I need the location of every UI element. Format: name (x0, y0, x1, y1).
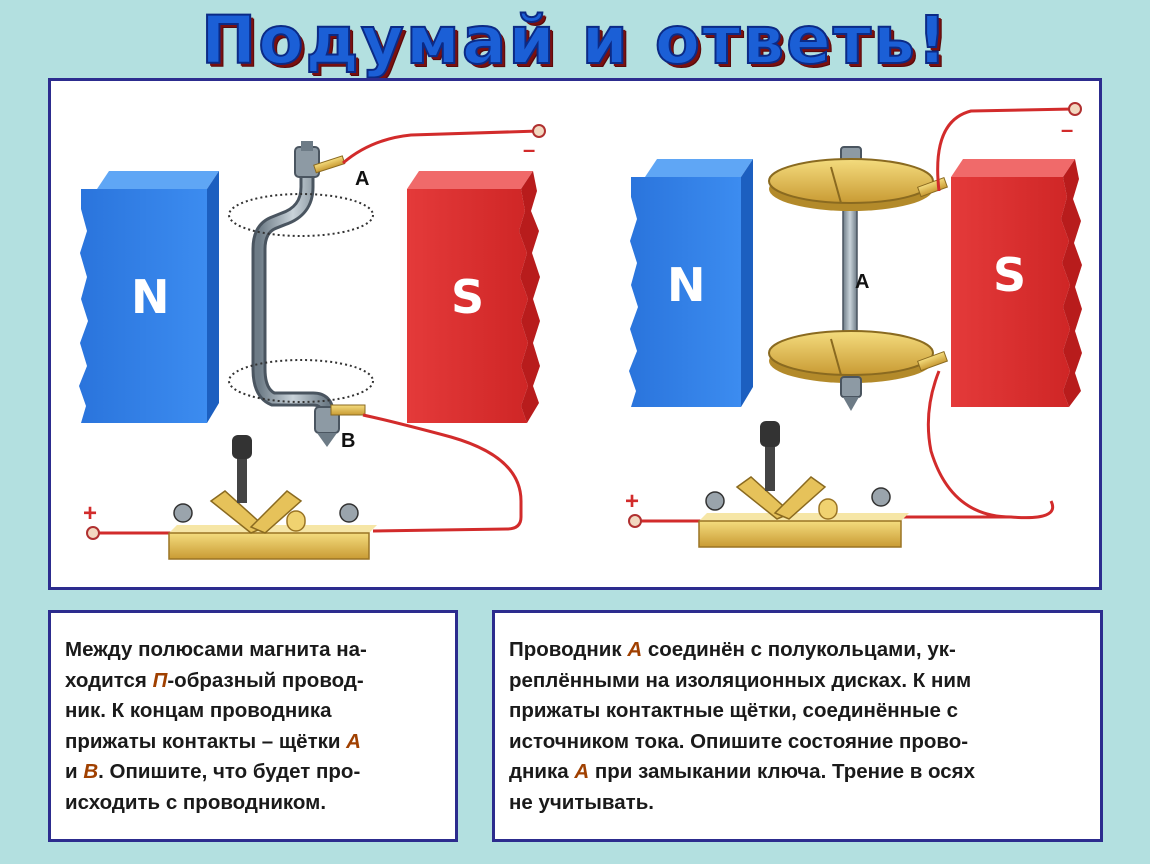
knife-switch-right (698, 421, 909, 548)
line-text: Проводник (509, 638, 628, 661)
knife-switch-left (168, 435, 377, 560)
text-line: Между полюсами магнита на- (65, 635, 441, 666)
line-text: исходить с проводником. (65, 790, 327, 814)
line-text: реплёнными на изоляционных дисках. К ним (509, 668, 972, 692)
line-text: не учитывать. (509, 790, 655, 814)
plus-sign-right: + (625, 488, 639, 515)
rotation-path-lower (228, 359, 374, 403)
line-text: при замыкании ключа. Трение в осях (589, 760, 976, 783)
experiment-illustration: N S А В (79, 102, 1082, 560)
text-line: и В. Опишите, что будет про- (65, 757, 441, 788)
highlight-letter: П (152, 668, 168, 692)
right-setup: N S (625, 102, 1082, 548)
wire-top-left (342, 129, 540, 165)
line-text: прижаты контактные щётки, соединённые с (509, 699, 959, 722)
label-b-left: В (341, 430, 355, 452)
text-line: реплёнными на изоляционных дисках. К ним (509, 666, 1086, 697)
rotation-path-upper (228, 193, 374, 237)
text-line: прижаты контакты – щётки А (65, 727, 441, 758)
wire-top-right (936, 107, 1074, 192)
pole-n-label-right: N (667, 258, 706, 312)
south-magnet-left: S (407, 171, 540, 423)
terminal-minus-right (1068, 102, 1082, 116)
u-shaped-conductor (251, 141, 340, 447)
terminal-minus-left (532, 124, 546, 138)
highlight-letter: В (83, 760, 99, 783)
text-line: исходить с проводником. (65, 788, 441, 819)
text-line: ник. К концам проводника (65, 696, 441, 727)
text-line: не учитывать. (509, 788, 1086, 819)
line-text: . Опишите, что будет про- (98, 760, 361, 783)
line-text: и (65, 760, 84, 783)
line-text: соединён с полукольцами, ук- (642, 638, 956, 661)
brush-a-left (313, 155, 346, 174)
text-line: прижаты контактные щётки, соединённые с (509, 696, 1086, 727)
highlight-letter: А (574, 760, 590, 783)
label-a-left: А (355, 168, 369, 190)
line-text: источником тока. Опишите состояние прово… (509, 729, 969, 753)
label-a-right: А (855, 271, 869, 293)
description-right: Проводник А соединён с полукольцами, ук-… (492, 610, 1103, 842)
slide-title: Подумай и ответь! (200, 1, 950, 80)
minus-sign-left: – (523, 137, 535, 162)
line-text: Между полюсами магнита на- (65, 638, 367, 661)
pole-n-label-left: N (131, 270, 170, 324)
highlight-letter: А (346, 729, 361, 753)
north-magnet-right: N (629, 159, 753, 407)
text-line: ходится П-образный провод- (65, 666, 441, 697)
plus-sign-left: + (83, 500, 97, 527)
line-text: прижаты контакты – щётки (65, 729, 347, 753)
line-text: ходится (65, 668, 153, 692)
illustration-frame: N S А В (48, 78, 1102, 590)
wire-bottom-right (926, 370, 1055, 520)
pole-s-label-left: S (451, 270, 484, 324)
highlight-letter: А (627, 638, 643, 661)
terminal-plus-left (86, 526, 100, 540)
minus-sign-right: – (1061, 117, 1073, 142)
pole-s-label-right: S (993, 248, 1026, 302)
terminal-plus-right (628, 514, 642, 528)
left-setup: N S А В (79, 124, 546, 560)
brush-b-left (330, 404, 366, 416)
wire-bottom-left (362, 413, 523, 533)
north-magnet-left: N (79, 171, 219, 423)
text-line: источником тока. Опишите состояние прово… (509, 727, 1086, 758)
line-text: дника (509, 760, 575, 783)
description-left: Между полюсами магнита на- ходится П-обр… (48, 610, 458, 842)
line-text: ник. К концам проводника (65, 699, 332, 722)
south-magnet-right: S (951, 159, 1082, 407)
rotor-with-discs (768, 146, 949, 411)
text-line: Проводник А соединён с полукольцами, ук- (509, 635, 1086, 666)
text-line: дника А при замыкании ключа. Трение в ос… (509, 757, 1086, 788)
line-text: -образный провод- (167, 668, 364, 692)
